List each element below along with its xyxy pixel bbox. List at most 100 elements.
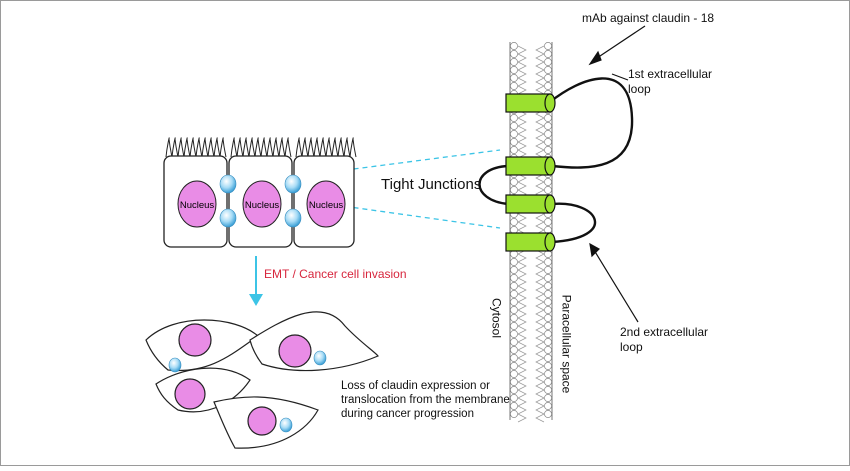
junction-bead [284,174,302,194]
lipid-head [544,378,552,386]
lipid-head [544,274,552,282]
pointer-arrows [588,25,646,323]
mesenchymal-nucleus [174,378,206,410]
tight-junctions-label: Tight Junctions [381,176,482,193]
epithelial-cells: Nucleus Nucleus Nucleus [163,137,357,248]
lipid-head [544,218,552,226]
lipid-head [544,306,552,314]
lipid-head [544,50,552,58]
lipid-tail [517,53,545,63]
lipid-head [510,258,518,266]
lipid-head [544,178,552,186]
lipid-head [510,42,518,50]
junction-bead [284,208,302,228]
lipid-tail [517,389,545,399]
lipid-head [544,266,552,274]
lipid-head [510,410,518,418]
lipid-head [510,282,518,290]
junction-bead [219,208,237,228]
claudin-loops [478,77,634,244]
second-loop-label-line1: 2nd extracellular [620,325,709,339]
lipid-head [544,74,552,82]
lipid-tail [517,405,545,415]
lipid-tail [517,357,545,367]
mab-arrow-head [588,50,602,66]
lipid-head [510,274,518,282]
mab-arrow-line [593,25,646,61]
lipid-head [544,346,552,354]
lipid-head [544,322,552,330]
lipid-tail [517,221,545,231]
first-loop-label-line1: 1st extracellular [628,67,713,81]
lipid-tail [517,381,545,391]
lipid-tail [517,261,545,271]
lipid-head [510,378,518,386]
loss-caption-line3: during cancer progression [341,408,474,420]
lipid-head [544,186,552,194]
lipid-head [544,386,552,394]
lipid-head [544,42,552,50]
lipid-tail [517,285,545,295]
lipid-head [510,394,518,402]
lipid-head [510,66,518,74]
lipid-head [510,354,518,362]
second-extracellular-loop [551,202,597,244]
lipid-tail [517,269,545,279]
lipid-head [544,146,552,154]
lipid-head [544,122,552,130]
lipid-head [544,370,552,378]
lipid-tail [517,61,545,71]
loss-caption-line1: Loss of claudin expression or [341,380,490,392]
lipid-head [544,362,552,370]
second-loop-label-line2: loop [620,340,643,354]
lipid-head [510,146,518,154]
claudin-transmembrane-segment [505,156,556,176]
nucleus-1 [177,180,217,228]
lipid-head [510,322,518,330]
junction-bead [219,174,237,194]
microvilli-border [295,137,357,158]
microvilli-border [165,137,227,158]
lipid-head [510,122,518,130]
lipid-tail [517,309,545,319]
lipid-head [544,290,552,298]
lipid-tail [517,293,545,303]
lipid-tail [517,301,545,311]
loop2-arrow-head [589,242,600,258]
lipid-tail [517,397,545,407]
lipid-tail [517,365,545,375]
paracellular-space-label: Paracellular space [559,294,574,394]
lipid-head [544,410,552,418]
claudin-bead [279,417,293,433]
lipid-tail [517,141,545,151]
lipid-tail [517,85,545,95]
mesenchymal-cell-2 [249,311,379,372]
lipid-tail [517,125,545,135]
claudin-transmembrane-segment [505,232,556,252]
emt-arrow [249,256,263,306]
lipid-head [510,218,518,226]
lipid-head [544,394,552,402]
claudin-bead [168,357,182,373]
lipid-head [544,330,552,338]
lipid-head [510,290,518,298]
lipid-tail [517,45,545,55]
loss-caption-line2: translocation from the membrane [341,394,510,406]
nucleus-label-1: Nucleus [180,200,215,211]
lipid-tail [517,333,545,343]
mesenchymal-nucleus [178,323,212,357]
first-extracellular-loop [549,77,634,169]
lipid-head [510,178,518,186]
nucleus-2 [242,180,282,228]
lipid-head [510,298,518,306]
mab-label: mAb against claudin - 18 [582,11,715,25]
lipid-head [510,138,518,146]
lipid-head [544,402,552,410]
lipid-head [510,130,518,138]
lipid-head [544,114,552,122]
lipid-head [510,314,518,322]
lipid-tail [517,277,545,287]
lipid-tail [517,317,545,327]
